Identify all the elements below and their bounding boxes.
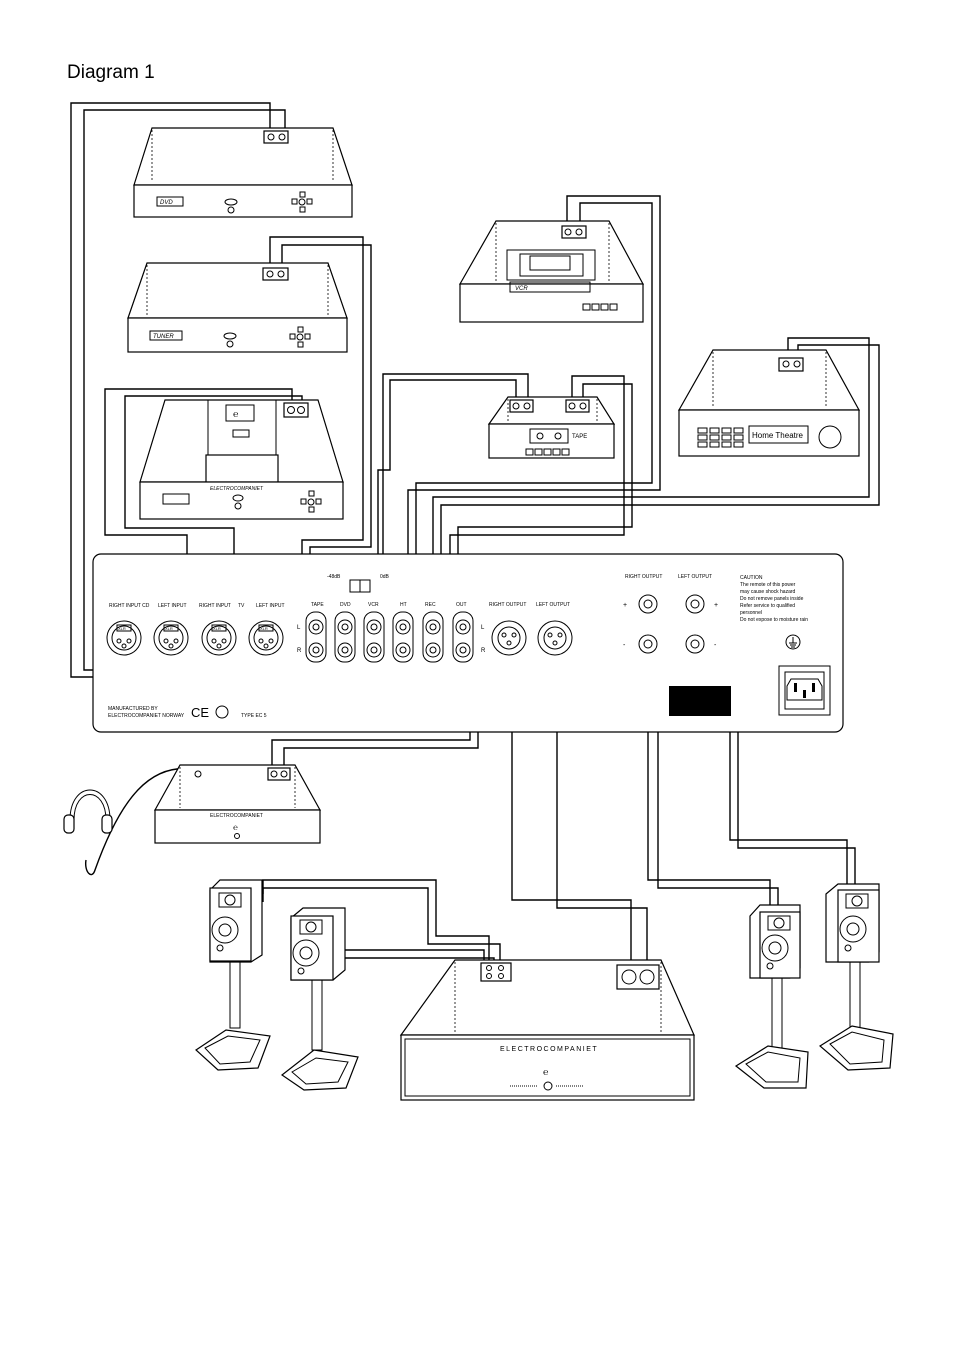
diagram-title: Diagram 1 [67,62,155,83]
label-vcr: VCR [368,602,379,608]
switch-label-right: 0dB [380,574,390,580]
xlr-inputs: XLR XLR XLR XLR [106,620,284,656]
label-left-output: LEFT OUTPUT [536,602,570,608]
wire-cd-2 [124,395,303,612]
rca-jacks [305,611,474,663]
wire-spk-l1 [262,879,490,965]
caution-line-4: Refer service to qualified [740,603,795,609]
channel-l-right: L [481,625,485,631]
xlr-badge-1: XLR [118,626,126,631]
wire-spk-l2 [262,887,501,965]
label-rec: REC [425,602,436,608]
amplifier-rear-panel: RIGHT INPUT CD LEFT INPUT RIGHT INPUT TV… [92,553,844,733]
cd-logo-e: ℮ [233,409,238,419]
label-right-input-cd: RIGHT INPUT CD [109,603,150,609]
power-amp-brand: ELECTROCOMPANIET [500,1046,598,1053]
minus-right: - [623,642,626,649]
wire-tape-rec-2 [457,383,633,620]
tuner: TUNER [127,262,348,353]
caution-line-2: may cause shock hazard [740,589,796,595]
speaker-left-front [280,907,359,1091]
label-left-input: LEFT INPUT [158,603,187,609]
ce-mark: CE [191,705,209,720]
cert-mark-icon [215,705,229,719]
dvd-label: DVD [160,200,173,206]
speaker-left-rear [195,879,271,1071]
wires [70,102,880,975]
wire-cd [104,388,293,612]
wire-ht-2 [440,344,880,620]
switch-label-left: -48dB [327,574,341,580]
wire-vcr-2 [415,202,653,625]
dvd-player: DVD [133,127,353,218]
label-out: OUT [456,602,467,608]
caution-line-6: Do not expose to moisture rain [740,617,808,623]
wire-xlr-left [556,650,648,975]
wire-tape-2 [382,373,529,620]
plus-left: + [714,602,718,609]
xlr-badge-4: XLR [260,626,268,631]
wire-xlr-right [511,650,632,975]
label-ht: HT [400,602,407,608]
wire-dvd [70,102,271,678]
label-right-output-spk: RIGHT OUTPUT [625,574,662,580]
wire-tape-rec [449,375,625,620]
power-amp-logo-e: ℮ [543,1067,548,1077]
headphones-icon [63,789,113,834]
headphone-cable [84,767,199,876]
caution-line-5: personnel [740,610,762,616]
manufacturer-line-0: MANUFACTURED BY [108,706,158,712]
minus-left: - [714,642,717,649]
label-left-output-spk: LEFT OUTPUT [678,574,712,580]
plus-right: + [623,602,627,609]
speaker-right-front [734,904,809,1089]
wire-vcr [407,195,661,620]
vcr: VCR [458,220,645,323]
speaker-terminals [638,594,705,654]
headphone-amplifier: ELECTROCOMPANIET ℮ [153,764,322,844]
label-tape: TAPE [311,602,324,608]
label-right-output: RIGHT OUTPUT [489,602,526,608]
wire-ht [432,337,870,620]
wire-tuner [269,236,364,620]
home-theatre-receiver: Home Theatre [677,349,861,457]
ground-icon [785,634,801,650]
cd-brand: ELECTROCOMPANIET [210,486,264,492]
caution-text: CAUTION The remote of this power may cau… [740,575,808,623]
manufacturer-line-1: ELECTROCOMPANIET NORWAY [108,713,185,719]
caution-line-1: The remote of this power [740,582,796,588]
headamp-logo-e: ℮ [233,823,238,832]
label-right-input: RIGHT INPUT [199,603,231,609]
wire-spk-r2 [657,660,779,905]
channel-r-left: R [297,648,302,654]
xlr-badge-3: XLR [213,626,221,631]
vcr-label: VCR [515,286,528,292]
power-inlet [778,665,831,716]
power-amplifier: ELECTROCOMPANIET ℮ [399,959,695,1101]
caution-line-0: CAUTION [740,575,763,581]
headamp-brand: ELECTROCOMPANIET [210,813,263,819]
speaker-right-rear [818,883,894,1071]
xlr-outputs [491,620,573,656]
keypad [697,427,744,448]
tape-label: TAPE [572,434,587,440]
label-tv: TV [238,603,245,609]
home-theatre-label: Home Theatre [752,431,804,440]
channel-l-left: L [297,625,301,631]
tuner-label: TUNER [153,334,174,340]
xlr-badge-2: XLR [165,626,173,631]
serial-label-block [669,686,731,716]
type-label: TYPE EC 5 [241,713,267,719]
cd-player: ℮ ELECTROCOMPANIET [139,399,344,520]
wire-tape [377,379,517,620]
label-left-input-2: LEFT INPUT [256,603,285,609]
channel-r-right: R [481,648,486,654]
wire-spk-r1 [647,605,771,905]
caution-line-3: Do not remove panels inside [740,596,804,602]
tape-deck: TAPE [487,396,616,459]
label-dvd: DVD [340,602,351,608]
